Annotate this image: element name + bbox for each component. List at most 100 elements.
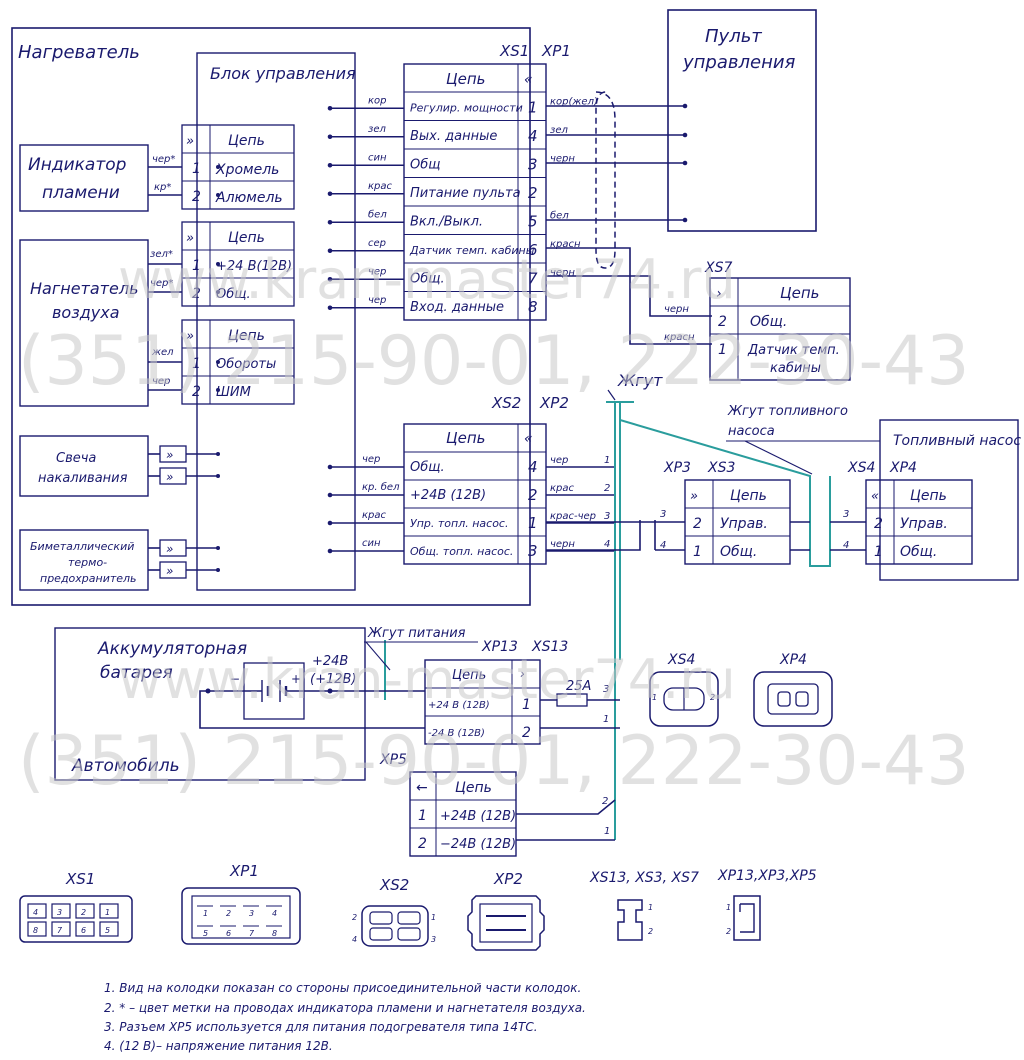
xs2-left-terminal bbox=[327, 548, 333, 554]
watermark-phone: (351) 215-90-01, 222-30-43 bbox=[18, 322, 970, 401]
xp5-label: XP5 bbox=[379, 752, 407, 768]
heater-frame bbox=[11, 27, 531, 606]
automobile-block: Аккумуляторная батарея Автомобиль − + +2… bbox=[54, 627, 404, 781]
xs7-name: Общ. bbox=[750, 314, 787, 330]
flame-conn-name: Хромель bbox=[215, 162, 279, 178]
xs1-left-terminal bbox=[327, 134, 333, 140]
xs1-pinout-pin: 2 bbox=[81, 908, 86, 917]
fuel-harness-label-1: Жгут топливного bbox=[727, 404, 848, 419]
small-plug-pinout: XP13,XP3,XP5 1 2 bbox=[717, 868, 817, 941]
small-socket-pinout: XS13, XS3, XS7 1 2 bbox=[589, 870, 699, 941]
blower-conn1-pin: 2 bbox=[192, 286, 201, 302]
flame-conn-wire: чер* bbox=[152, 154, 175, 165]
small-socket-pinout-label: XS13, XS3, XS7 bbox=[589, 870, 699, 886]
xp4-label: XP4 bbox=[889, 460, 917, 476]
xp5-connector-table: XP5 ← Цепь 1 +24В (12В) 2 −24В (12В) 2 1 bbox=[379, 752, 616, 857]
xs1-row-wire-in: чер bbox=[368, 266, 386, 277]
xs2-row-pin: 3 bbox=[528, 542, 538, 560]
control-unit-frame bbox=[196, 52, 356, 591]
xs1-left-terminal bbox=[327, 105, 333, 111]
xs4-name: Управ. bbox=[900, 516, 948, 532]
xp5-num: 1 bbox=[604, 826, 610, 837]
xs1-row-name: Вкл./Выкл. bbox=[410, 214, 483, 229]
xs1-row-wire-out: зел bbox=[550, 125, 568, 136]
xs1-left-terminal bbox=[327, 219, 333, 225]
xp13-name: -24 В (12В) bbox=[428, 728, 485, 739]
small-socket-pin: 2 bbox=[648, 927, 653, 936]
xs2-row-wire-in: чер bbox=[362, 454, 380, 465]
xp5-pin: 2 bbox=[418, 836, 427, 852]
watermark-site: www.kran-master74.ru bbox=[118, 248, 736, 311]
small-plug-pin: 1 bbox=[726, 903, 731, 912]
xp1-pinout-pin: 2 bbox=[226, 909, 231, 918]
xs1-pinout-pin: 4 bbox=[33, 908, 38, 917]
note-4: 4. (12 В)– напряжение питания 12В. bbox=[104, 1039, 333, 1053]
xs2-pinout-pin: 2 bbox=[352, 913, 357, 922]
xs7-pin: 1 bbox=[718, 342, 727, 358]
control-unit-title: Блок управления bbox=[210, 64, 356, 83]
xs1-row-pin: 3 bbox=[528, 155, 538, 173]
xs1-pinout-pin: 5 bbox=[105, 926, 110, 935]
xp1-pinout-pin: 8 bbox=[272, 929, 277, 938]
glow-plug-label-1: Свеча bbox=[56, 451, 96, 466]
blower-connector-2: » Цепь 1 Обороты 2 ШИМ жел чер bbox=[148, 319, 295, 405]
xs1-pinout-label: XS1 bbox=[65, 870, 95, 888]
bimetal-label-1: Биметаллический bbox=[30, 540, 134, 553]
battery-label-2: батарея bbox=[100, 663, 173, 683]
xs2-pinout-label: XS2 bbox=[379, 876, 409, 894]
car-label: Автомобиль bbox=[71, 756, 180, 776]
xs2-row-wire-out: черн bbox=[550, 539, 575, 550]
xs13-label: XS13 bbox=[531, 639, 568, 655]
xs1-row-wire-in: зел bbox=[368, 124, 386, 135]
blower-conn1-pin: 1 bbox=[192, 258, 201, 274]
xp3-num: 4 bbox=[660, 540, 666, 551]
xs1-left-terminal bbox=[327, 191, 333, 197]
xp1-label: XP1 bbox=[541, 42, 571, 60]
svg-text:›: › bbox=[716, 286, 722, 302]
svg-text:1: 1 bbox=[652, 693, 657, 702]
xp13-pin: 2 bbox=[522, 725, 531, 741]
xp4-pinout-label: XP4 bbox=[779, 652, 807, 668]
xs2-row-name: +24В (12В) bbox=[410, 488, 486, 503]
xp5-name: +24В (12В) bbox=[440, 809, 516, 824]
note-1: 1. Вид на колодки показан со стороны при… bbox=[104, 981, 581, 995]
xp3-num: 3 bbox=[660, 509, 666, 520]
xs1-row-pin: 2 bbox=[528, 184, 538, 202]
bimetal-fuse-box bbox=[19, 529, 149, 591]
xp5-name: −24В (12В) bbox=[440, 837, 516, 852]
blower-conn1-name: +24 В(12В) bbox=[216, 259, 292, 274]
heater-title: Нагреватель bbox=[18, 42, 140, 63]
svg-text:2: 2 bbox=[710, 693, 715, 702]
svg-text:»: » bbox=[166, 564, 173, 578]
xp1-pinout-pin: 1 bbox=[203, 909, 208, 918]
xp3-connector-table: XP3 XS3 » Цепь 2 Управ. 1 Общ. 3 4 bbox=[546, 460, 810, 565]
xp3-label: XP3 bbox=[663, 460, 691, 476]
xs2-row-num: 2 bbox=[604, 483, 610, 494]
flame-indicator-label-1: Индикатор bbox=[28, 155, 127, 175]
xs4-pin: 2 bbox=[874, 516, 883, 532]
xs4-num: 3 bbox=[843, 509, 849, 520]
xs1-row-name: Общ bbox=[410, 157, 441, 172]
xp4-pinout: XP4 bbox=[753, 652, 833, 727]
xs7-connector-table: XS7 › Цепь 2 Общ. 1 Датчик темп. кабины … bbox=[664, 260, 851, 381]
xp2-pinout: XP2 bbox=[467, 870, 545, 951]
xs7-header: Цепь bbox=[780, 284, 820, 302]
xs2-left-terminal bbox=[327, 464, 333, 470]
xs2-row-wire-out: крас-чер bbox=[550, 511, 596, 522]
xs1-row-wire-in: син bbox=[368, 152, 387, 163]
flame-conn-pin: 1 bbox=[192, 161, 201, 177]
xs1-row-wire-in: чер bbox=[368, 295, 386, 306]
harness-label: Жгут bbox=[617, 371, 663, 390]
flame-conn-pin: 2 bbox=[192, 189, 201, 205]
air-blower-label-1: Нагнетатель bbox=[30, 279, 139, 298]
xs1-pinout-pin: 1 bbox=[105, 908, 110, 917]
blower-conn1-name: Общ. bbox=[216, 287, 251, 302]
fuse-label: 25А bbox=[566, 679, 591, 694]
xs4-num: 4 bbox=[843, 540, 849, 551]
xs1-row-wire-in: бел bbox=[368, 208, 387, 220]
svg-text:»: » bbox=[166, 448, 173, 462]
flame-conn-header: Цепь bbox=[228, 133, 265, 149]
xs1-pinout-pin: 7 bbox=[57, 926, 63, 935]
blower-conn2-wire: чер bbox=[152, 376, 170, 387]
